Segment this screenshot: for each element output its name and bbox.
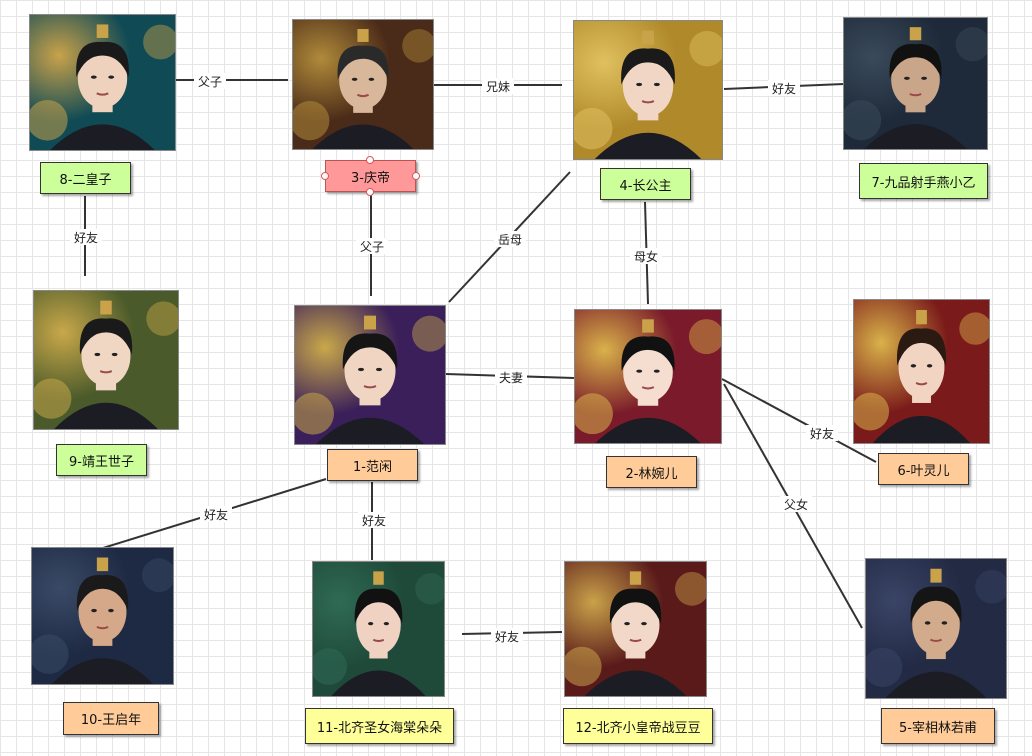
edge-label-1-11: 好友 <box>358 512 390 528</box>
svg-text:母女: 母女 <box>634 249 658 264</box>
portrait-n2[interactable] <box>574 309 722 444</box>
node-label-n2[interactable]: 2-林婉儿 <box>606 456 697 488</box>
portrait-image <box>34 291 178 429</box>
portrait-n10[interactable] <box>31 547 174 685</box>
portrait-n11[interactable] <box>312 561 445 697</box>
portrait-image <box>32 548 173 684</box>
edge-label-11-12: 好友 <box>491 628 523 644</box>
portrait-n3[interactable] <box>292 19 434 150</box>
svg-text:好友: 好友 <box>772 82 796 96</box>
portrait-n1[interactable] <box>294 305 446 445</box>
edge-line-2-6 <box>721 378 877 463</box>
portrait-image <box>565 562 706 696</box>
selection-handle-left[interactable] <box>321 172 329 180</box>
svg-text:兄妹: 兄妹 <box>486 80 510 94</box>
svg-text:父女: 父女 <box>784 497 808 512</box>
portrait-image <box>574 21 722 159</box>
node-label-n12[interactable]: 12-北齐小皇帝战豆豆 <box>563 708 713 744</box>
svg-text:好友: 好友 <box>810 427 834 441</box>
edge-label-1-2: 夫妻 <box>495 369 527 385</box>
node-label-n9[interactable]: 9-靖王世子 <box>56 444 147 476</box>
portrait-image <box>293 20 433 149</box>
edge-label-8-3: 父子 <box>194 73 226 89</box>
edge-label-8-9: 好友 <box>70 229 102 245</box>
portrait-image <box>844 18 987 149</box>
svg-text:岳母: 岳母 <box>498 233 522 247</box>
node-label-n8[interactable]: 8-二皇子 <box>40 162 131 194</box>
portrait-n4[interactable] <box>573 20 723 160</box>
portrait-image <box>313 562 444 696</box>
portrait-n5[interactable] <box>865 558 1007 699</box>
svg-text:父子: 父子 <box>198 75 222 89</box>
portrait-n7[interactable] <box>843 17 988 150</box>
svg-text:好友: 好友 <box>74 231 98 245</box>
edge-label-3-4: 兄妹 <box>482 78 514 94</box>
portrait-n8[interactable] <box>29 14 176 151</box>
selection-handle-top[interactable] <box>366 156 374 164</box>
node-label-n4[interactable]: 4-长公主 <box>600 168 691 200</box>
edge-label-2-6: 好友 <box>806 425 838 441</box>
node-label-n1[interactable]: 1-范闲 <box>327 449 418 481</box>
node-label-n7[interactable]: 7-九品射手燕小乙 <box>859 163 988 199</box>
node-label-n6[interactable]: 6-叶灵儿 <box>878 453 969 485</box>
selection-handle-right[interactable] <box>412 172 420 180</box>
node-label-n11[interactable]: 11-北齐圣女海棠朵朵 <box>305 708 454 744</box>
portrait-image <box>30 15 175 150</box>
node-label-n10[interactable]: 10-王启年 <box>63 702 159 735</box>
portrait-image <box>575 310 721 443</box>
node-label-n5[interactable]: 5-宰相林若甫 <box>881 708 995 744</box>
edge-label-3-1: 父子 <box>356 238 388 254</box>
portrait-image <box>854 300 989 443</box>
svg-text:夫妻: 夫妻 <box>499 371 523 385</box>
svg-text:好友: 好友 <box>495 630 519 644</box>
edge-label-4-7: 好友 <box>768 80 800 96</box>
edge-label-4-1: 岳母 <box>494 231 526 247</box>
svg-text:好友: 好友 <box>204 508 228 522</box>
edge-label-1-10: 好友 <box>200 506 232 522</box>
portrait-image <box>866 559 1006 698</box>
svg-text:父子: 父子 <box>360 240 384 254</box>
portrait-image <box>295 306 445 444</box>
portrait-n12[interactable] <box>564 561 707 697</box>
edge-label-2-5: 父女 <box>780 496 812 512</box>
edge-label-4-2: 母女 <box>630 248 662 264</box>
portrait-n6[interactable] <box>853 299 990 444</box>
selection-handle-bottom[interactable] <box>366 188 374 196</box>
portrait-n9[interactable] <box>33 290 179 430</box>
svg-text:好友: 好友 <box>362 514 386 528</box>
